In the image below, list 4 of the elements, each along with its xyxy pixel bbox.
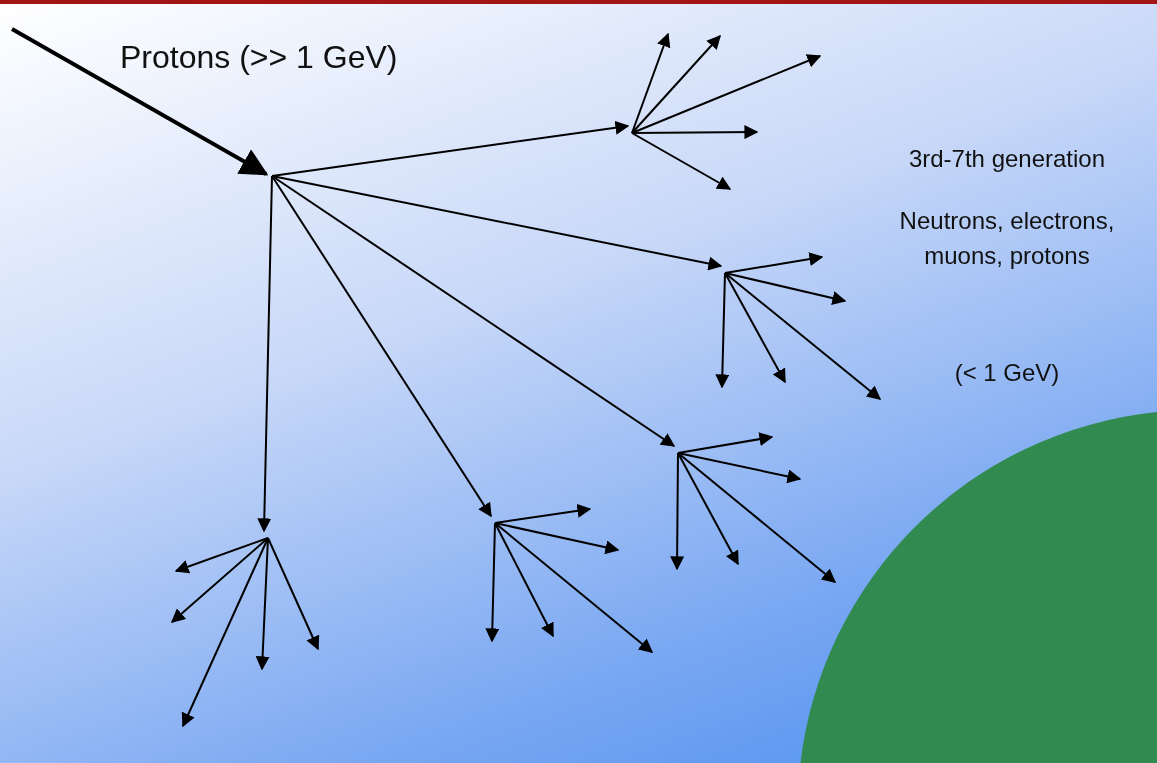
title-label: Protons (>> 1 GeV) — [120, 38, 399, 77]
particle-list-label: Neutrons, electrons, muons, protons — [898, 206, 1116, 271]
energy-label: (< 1 GeV) — [953, 358, 1061, 388]
generation-label: 3rd-7th generation — [907, 144, 1107, 174]
